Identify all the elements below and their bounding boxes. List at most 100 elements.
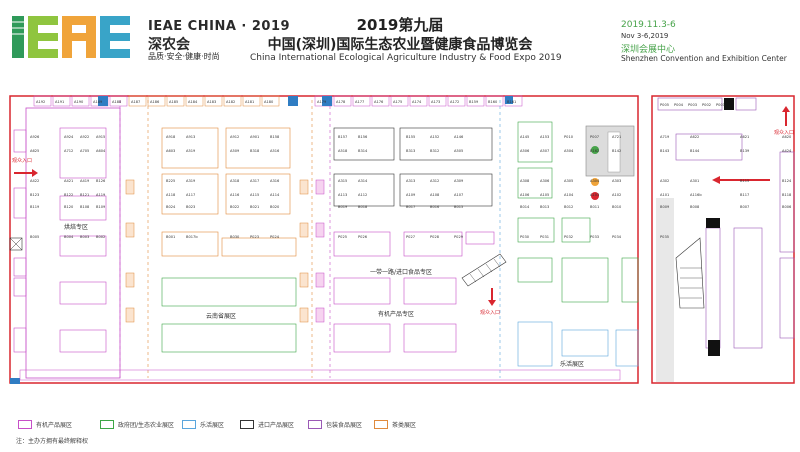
booth-box — [485, 95, 504, 107]
legend-label: 包装食品展区 — [326, 421, 363, 429]
left-column-booths — [9, 129, 27, 353]
booth-box — [223, 95, 242, 107]
expo-date-english: Nov 3-6,2019 — [621, 32, 669, 40]
booth-label: A316 — [270, 179, 280, 183]
booth-label: A313 — [406, 179, 415, 183]
tea-culture-block — [161, 127, 297, 257]
booth-label: P026 — [358, 235, 368, 239]
booth-label: A304 — [590, 179, 600, 183]
booth-label: A305 — [564, 179, 573, 183]
booth-label: B115 — [740, 179, 749, 183]
booth-label: A422 — [30, 179, 39, 183]
booth-label: A107 — [454, 193, 463, 197]
booth-label: B012 — [564, 205, 573, 209]
booth-label: P005 — [660, 103, 669, 107]
booth-label: A178 — [336, 100, 346, 104]
booth-label: A306 — [540, 179, 550, 183]
legend-swatch — [308, 419, 322, 429]
booth-label: A113 — [338, 193, 347, 197]
booth-label: B024 — [166, 205, 176, 209]
booth-label: P024 — [270, 235, 280, 239]
booth-label: B011 — [590, 205, 599, 209]
zone-label-yunnan: 云南省展区 — [206, 312, 236, 320]
booth-box — [447, 95, 466, 107]
belt-road-block — [333, 231, 495, 257]
booth-box — [242, 95, 261, 107]
booth-label: A504 — [564, 149, 574, 153]
entry-arrow-icon — [712, 176, 770, 184]
logo-letter-e2 — [100, 16, 130, 58]
booth-label: A109 — [406, 193, 416, 197]
booth-label: A188 — [112, 100, 122, 104]
entrance-label: 观众入口 — [774, 130, 794, 136]
booth-box — [166, 95, 185, 107]
booth-label: A912 — [230, 135, 239, 139]
booth-label: A185 — [169, 100, 178, 104]
booth-label: A604 — [96, 149, 106, 153]
legend-swatch — [100, 419, 114, 429]
brand-name: IEAE CHINA · 2019 — [148, 19, 291, 34]
staircase-icon — [675, 237, 705, 309]
booth-label: A190 — [74, 100, 84, 104]
booth-label: A901 — [250, 135, 259, 139]
booth-label: A518 — [338, 149, 348, 153]
expo-date: 2019.11.3-6 — [621, 20, 676, 30]
booth-label: B155 — [406, 135, 415, 139]
booth-label: B008 — [690, 205, 700, 209]
booth-label: A318 — [230, 179, 240, 183]
bottom-booth-row — [19, 369, 621, 381]
booth-label: B017b — [186, 235, 198, 239]
legend-item: 进口产品展区 — [240, 419, 294, 429]
booth-label: B162 — [590, 149, 599, 153]
booth-label: B004 — [64, 235, 74, 239]
booth-label: B006 — [782, 205, 792, 209]
booth-label: B144 — [690, 149, 700, 153]
entry-arrow-icon — [782, 106, 790, 126]
booth-label: A115 — [250, 193, 259, 197]
booth-box — [71, 95, 90, 107]
booth-label: B123 — [30, 193, 39, 197]
staircase-icon — [461, 253, 507, 287]
footnote: 注：主办方拥有最终解释权 — [16, 438, 89, 445]
booth-label: B020 — [270, 205, 280, 209]
main-hall-outline — [9, 95, 639, 384]
booth-label: A175 — [393, 100, 402, 104]
booth-label: B005 — [30, 235, 39, 239]
booth-label: B159 — [469, 100, 479, 104]
booth-label: A317 — [250, 179, 259, 183]
booth-label: B157 — [338, 135, 347, 139]
legend-item: 有机产品展区 — [18, 419, 72, 429]
booth-label: A181 — [245, 100, 254, 104]
restroom-block — [585, 125, 635, 200]
entry-arrow-icon — [488, 288, 496, 306]
booth-label: A419 — [80, 179, 90, 183]
booth-label: B124 — [782, 179, 792, 183]
booth-label: A182 — [226, 100, 235, 104]
booth-label: B030 — [230, 235, 240, 239]
booth-label: A719 — [660, 135, 670, 139]
ieae-logo — [12, 16, 130, 58]
booth-label: A116b — [690, 193, 702, 197]
booth-box — [52, 95, 71, 107]
booth-box — [261, 95, 280, 107]
booth-label: A176 — [374, 100, 384, 104]
booth-label: B156 — [358, 135, 368, 139]
booth-label: A106 — [520, 193, 530, 197]
booth-label: P029 — [454, 235, 464, 239]
booth-label: P004 — [674, 103, 684, 107]
booth-label: P032 — [564, 235, 573, 239]
booth-label: A183 — [207, 100, 216, 104]
venue-name-english: Shenzhen Convention and Exhibition Cente… — [621, 54, 787, 63]
booth-box — [428, 95, 447, 107]
side-hall-booths — [656, 97, 795, 382]
booth-label: A922 — [80, 135, 89, 139]
booth-label: B225 — [166, 179, 175, 183]
legend-swatch — [240, 419, 254, 429]
booth-label: A104 — [564, 193, 574, 197]
legend-item: 包装食品展区 — [308, 419, 362, 429]
booth-box — [409, 95, 428, 107]
booth-label: A119 — [96, 193, 106, 197]
booth-box — [333, 95, 352, 107]
booth-label: A620 — [782, 135, 792, 139]
booth-label: A172 — [450, 100, 459, 104]
